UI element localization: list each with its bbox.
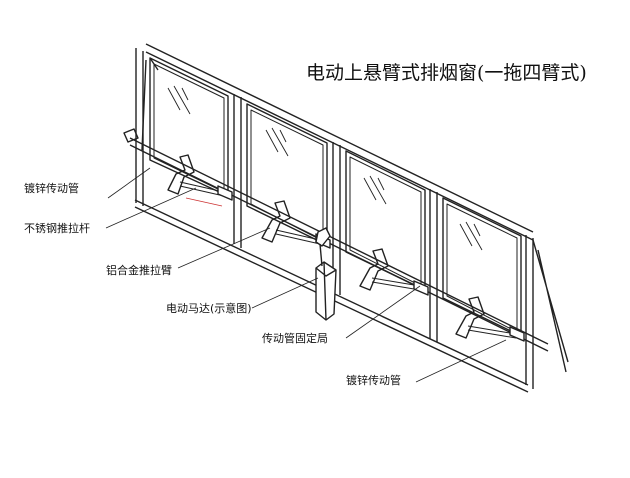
leader-ss-rod (105, 187, 197, 229)
rod-2 (275, 229, 321, 245)
left-strut (141, 57, 159, 151)
label-ss-push-rod: 不锈钢推拉杆 (24, 222, 90, 235)
fixing-3 (413, 280, 429, 296)
arm-4 (455, 296, 485, 339)
label-motor: 电动马达(示意图) (166, 302, 252, 315)
leader-al-arm (177, 227, 271, 269)
label-galv-pipe-top: 镀锌传动管 (24, 182, 79, 195)
post-2 (233, 94, 242, 248)
post-1 (135, 48, 144, 206)
sash-2 (246, 103, 328, 246)
sash-3 (345, 150, 426, 291)
arm-3 (359, 248, 389, 291)
post-4 (429, 189, 438, 342)
post-5 (525, 235, 534, 389)
rod-3 (371, 277, 421, 291)
fixing-1 (217, 185, 233, 201)
rod-1 (179, 181, 225, 197)
diagram-title: 电动上悬臂式排烟窗(一拖四臂式) (306, 62, 587, 84)
fixing-4 (509, 326, 525, 342)
leader-fixing (345, 285, 421, 339)
leader-galv-bottom (415, 339, 507, 383)
arm-1 (167, 154, 195, 195)
frame-top-outer (145, 43, 534, 233)
leader-galv-top (107, 167, 151, 199)
rod-4 (467, 325, 517, 339)
leader-motor (251, 277, 319, 309)
label-galv-pipe-bottom: 镀锌传动管 (346, 374, 401, 387)
label-al-push-arm: 铝合金推拉臂 (106, 264, 172, 277)
label-pipe-fixing: 传动管固定局 (262, 332, 328, 345)
arm-2 (261, 200, 291, 243)
post-3 (332, 142, 341, 295)
right-strut (532, 239, 569, 373)
